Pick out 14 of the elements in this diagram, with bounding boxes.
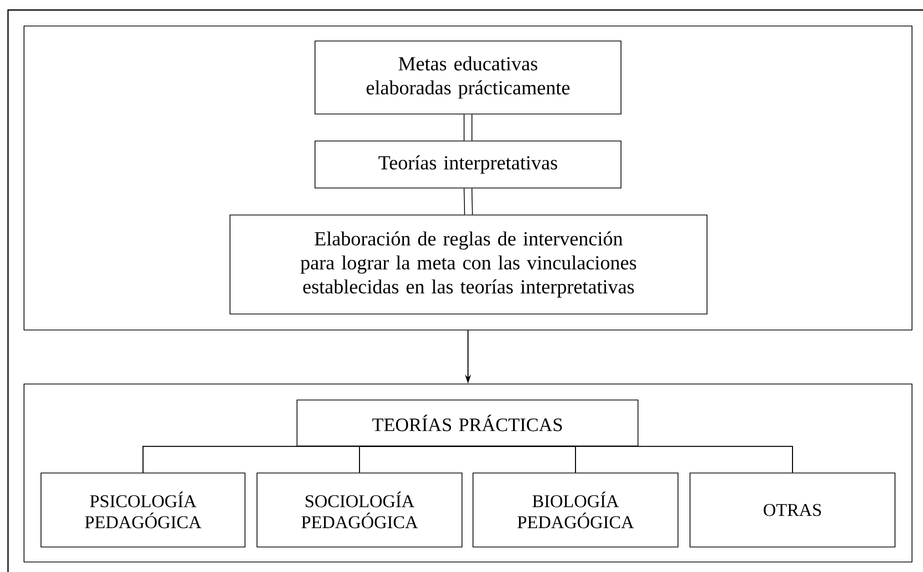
connector-line [464,188,473,215]
tree-line [467,446,793,474]
text-box: SOCIOLOGÍA PEDAGÓGICA [256,472,462,548]
text-box: BIOLOGÍA PEDAGÓGICA [472,472,678,548]
text-box: Metas educativas elaboradas prácticamente [314,40,622,114]
text-box: Elaboración de reglas de intervención para lograr la meta con las vinculaciones establecidas en las teorías interpretativas [230,214,708,314]
group-frame [24,384,912,562]
tree-line [359,446,468,474]
text-box: PSICOLOGÍA PEDAGÓGICA [40,472,246,548]
connector-line [464,114,472,141]
text-box: OTRAS [690,472,896,548]
text-box: Teorías interpretativas [314,140,622,188]
group-frame [24,26,912,330]
text-box: TEORÍAS PRÁCTICAS [296,400,638,446]
